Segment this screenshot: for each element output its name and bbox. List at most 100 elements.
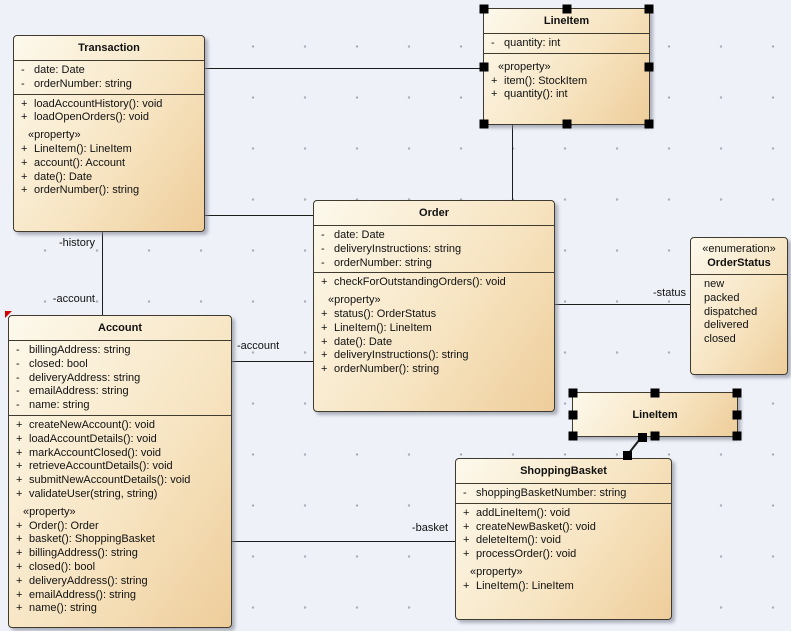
class-shoppingbasket[interactable]: ShoppingBasket -shoppingBasketNumber: st… [455, 458, 672, 620]
member-text: closed: bool [29, 357, 88, 370]
operations-compartment: + addLineItem(): void +createNewBasket(): … [456, 502, 671, 619]
attributes-compartment: -date: Date-orderNumber: string [14, 61, 204, 94]
member-text: validateUser(string, string) [29, 487, 158, 500]
visibility-marker: + [321, 335, 328, 348]
member-row: + loadAccountDetails(): void [9, 433, 229, 447]
connector-endpoint-handle[interactable] [623, 451, 632, 460]
class-order[interactable]: Order -date: Date-deliveryInstructions: … [313, 200, 555, 412]
member-text: createNewBasket(): void [476, 520, 596, 533]
class-account[interactable]: Account -billingAddress: string-closed: … [8, 315, 232, 628]
member-text: deliveryAddress(): string [29, 574, 148, 587]
member-text: shoppingBasketNumber: string [476, 487, 627, 499]
member-text: «property» [28, 129, 81, 142]
attributes-compartment: -date: Date-deliveryInstructions: string… [314, 226, 554, 272]
connector-account-order[interactable] [232, 361, 313, 362]
connector-transaction-lineitem[interactable] [205, 68, 483, 69]
visibility-marker: + [463, 548, 470, 561]
selection-handle[interactable] [650, 388, 660, 398]
operations-compartment: +createNewAccount(): void+loadAccountDet… [9, 414, 231, 627]
member-row: -quantity: int [484, 37, 647, 51]
member-text: billingAddress: string [29, 344, 131, 356]
selection-handle[interactable] [644, 62, 654, 71]
visibility-marker: - [16, 399, 20, 412]
selection-handle[interactable] [644, 119, 654, 129]
member-text: LineItem(): LineItem [476, 579, 574, 592]
visibility-marker: + [16, 418, 23, 431]
connector-transaction-order[interactable] [205, 215, 313, 216]
visibility-marker: + [16, 533, 23, 546]
selection-handle[interactable] [568, 431, 578, 441]
selection-handle[interactable] [479, 4, 489, 14]
visibility-marker: + [16, 474, 23, 487]
selection-handle[interactable] [479, 62, 489, 71]
class-lineitem-top[interactable]: LineItem -quantity: int «property»+item(… [479, 4, 654, 129]
member-text: addLineItem(): void [476, 506, 571, 519]
member-text: deliveryInstructions: string [334, 242, 462, 255]
selection-handle[interactable] [568, 388, 578, 398]
selection-handle[interactable] [644, 4, 654, 14]
class-header-orderstatus: «enumeration» OrderStatus [691, 238, 787, 275]
class-lineitem-small[interactable]: LineItem [568, 388, 742, 441]
member-text: deleteItem(): void [476, 534, 561, 547]
member-text: date: Date [334, 229, 385, 241]
member-text: orderNumber: string [334, 256, 432, 269]
visibility-marker: + [21, 142, 28, 155]
member-text: name: string [29, 399, 90, 412]
visibility-marker: - [16, 385, 20, 398]
member-row: -orderNumber: string [314, 257, 552, 271]
visibility-marker: + [321, 307, 328, 320]
class-transaction[interactable]: Transaction -date: Date-orderNumber: str… [13, 35, 205, 232]
selection-handle[interactable] [732, 388, 742, 398]
stereotype-enumeration: «enumeration» [702, 243, 776, 255]
member-row: + deliveryAddress(): string [9, 575, 229, 589]
member-row: -name: string [9, 399, 229, 413]
visibility-marker: + [321, 276, 328, 289]
stereotype-property-label: «property» [14, 129, 202, 143]
visibility-marker: + [16, 432, 23, 445]
visibility-marker: + [16, 602, 23, 615]
selection-handle[interactable] [479, 119, 489, 129]
visibility-marker: - [16, 371, 20, 384]
member-text: emailAddress: string [29, 385, 129, 398]
selection-handle[interactable] [562, 4, 571, 14]
member-row: +item(): StockItem [484, 75, 647, 89]
member-row: + submitNewAccountDetails(): void [9, 474, 229, 488]
connector-endpoint-handle[interactable] [638, 433, 647, 442]
member-text: markAccountClosed(): void [29, 446, 162, 459]
visibility-marker: + [16, 574, 23, 587]
member-text: submitNewAccountDetails(): void [29, 474, 191, 487]
member-text: loadAccountDetails(): void [29, 432, 157, 445]
selection-handle[interactable] [732, 431, 742, 441]
member-row: +validateUser(string, string) [9, 488, 229, 502]
member-row: +createNewBasket(): void [456, 521, 669, 535]
selection-handle[interactable] [562, 119, 571, 129]
member-text: «property» [23, 505, 76, 518]
connector-lineitem-order[interactable] [512, 125, 513, 200]
member-text: Order(): Order [29, 519, 99, 532]
visibility-marker: + [16, 547, 23, 560]
member-row: -date: Date [314, 229, 552, 243]
member-row: +deleteItem(): void [456, 534, 669, 548]
member-row: +Order(): Order [9, 520, 229, 534]
visibility-marker: - [321, 242, 325, 255]
member-text: emailAddress(): string [29, 588, 136, 601]
member-row: -closed: bool [9, 358, 229, 372]
member-row: +loadAccountHistory(): void [14, 98, 202, 112]
connector-label-account-mid: -account [237, 340, 280, 352]
selection-handle[interactable] [732, 410, 742, 419]
selection-handle[interactable] [568, 410, 578, 419]
visibility-marker: + [16, 460, 23, 473]
connector-account-shoppingbasket[interactable] [232, 541, 455, 542]
connector-order-orderstatus[interactable] [555, 304, 690, 305]
member-row: +LineItem(): LineItem [456, 580, 669, 594]
class-title-lineitem-small: LineItem [632, 408, 678, 421]
visibility-marker: + [21, 97, 28, 110]
connector-transaction-account[interactable] [102, 232, 103, 315]
operations-compartment: +loadAccountHistory(): void+loadOpenOrde… [14, 93, 204, 231]
member-row: -deliveryAddress: string [9, 372, 229, 386]
member-text: «property» [470, 565, 523, 578]
selection-handle[interactable] [650, 431, 660, 441]
